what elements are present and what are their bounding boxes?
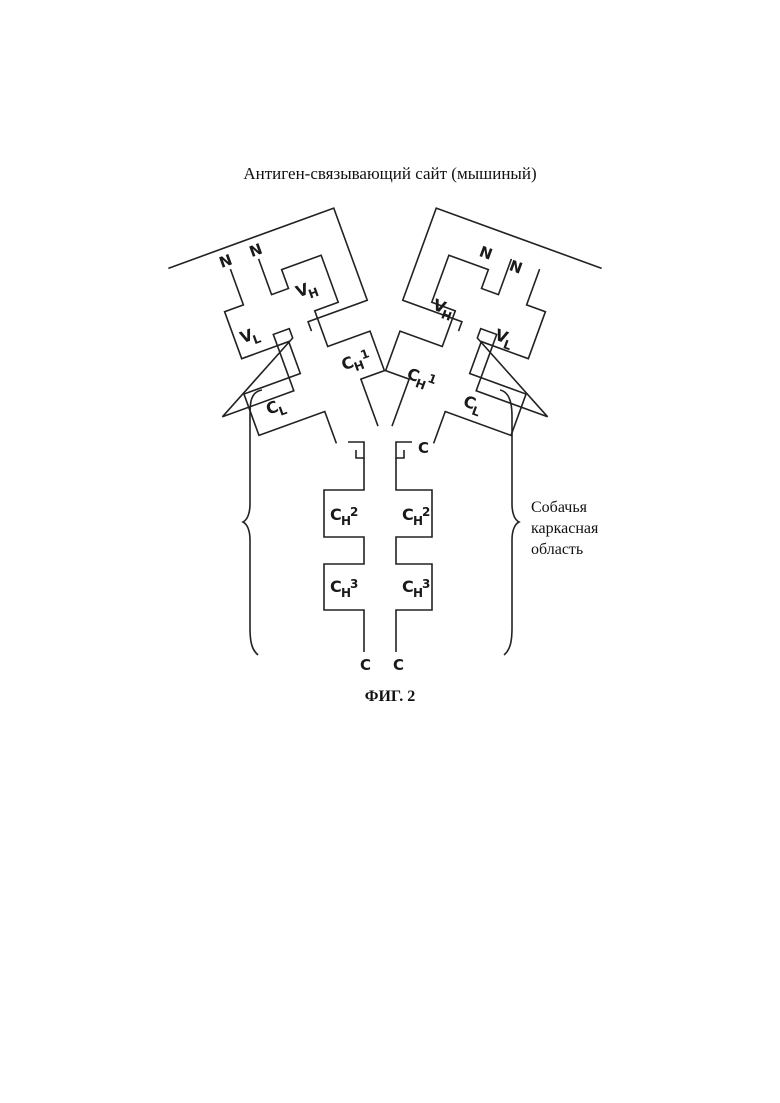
svg-text:3: 3 <box>422 577 430 591</box>
svg-text:C: C <box>330 577 342 596</box>
right-curly-brace <box>500 390 519 655</box>
left-ch1-label: C H 1 <box>339 346 374 378</box>
left-vl-label: V L <box>237 323 263 351</box>
right-vl-label: V L <box>491 325 517 353</box>
left-cl-label: C L <box>263 394 289 422</box>
hinge-c-terminus: C <box>418 439 429 457</box>
right-vl-n-terminus: N <box>507 256 525 277</box>
right-ch1-label: C H 1 <box>403 364 438 396</box>
hinge-right-chain <box>396 442 412 458</box>
svg-text:L: L <box>277 403 289 419</box>
framework-label-line-2: каркасная <box>531 518 651 539</box>
left-vh-label: V H <box>293 276 321 305</box>
right-ch2-label: C H 2 <box>402 505 430 528</box>
left-c-terminus: C <box>360 656 371 674</box>
svg-text:H: H <box>307 285 321 302</box>
left-fab-arm: N N V L V H C L C H 1 <box>168 208 409 477</box>
left-curly-brace <box>243 390 262 655</box>
figure-caption: ФИГ. 2 <box>0 688 780 706</box>
svg-text:2: 2 <box>422 505 430 519</box>
right-ch3-label: C H 3 <box>402 577 430 600</box>
svg-text:C: C <box>330 505 342 524</box>
right-cl-label: C L <box>460 391 486 419</box>
hinge-left-chain <box>348 442 364 458</box>
svg-text:3: 3 <box>350 577 358 591</box>
right-heavy-chain-line <box>369 232 512 445</box>
svg-text:C: C <box>402 505 414 524</box>
left-variable-box <box>168 208 387 417</box>
left-ch2-label: C H 2 <box>330 505 358 528</box>
right-c-terminus: C <box>393 656 404 674</box>
svg-text:L: L <box>251 331 263 347</box>
svg-text:2: 2 <box>350 505 358 519</box>
svg-text:C: C <box>402 577 414 596</box>
left-fc-chain <box>324 458 364 652</box>
right-fc-chain <box>396 458 432 652</box>
framework-region-label: Собачья каркасная область <box>531 497 651 560</box>
left-vl-n-terminus: N <box>217 251 235 272</box>
hinge-region: C <box>348 439 429 458</box>
svg-text:1: 1 <box>426 371 439 387</box>
right-vh-n-terminus: N <box>477 242 495 263</box>
framework-label-line-1: Собачья <box>531 497 651 518</box>
left-vh-n-terminus: N <box>247 240 265 261</box>
left-ch3-label: C H 3 <box>330 577 358 600</box>
framework-label-line-3: область <box>531 539 651 560</box>
